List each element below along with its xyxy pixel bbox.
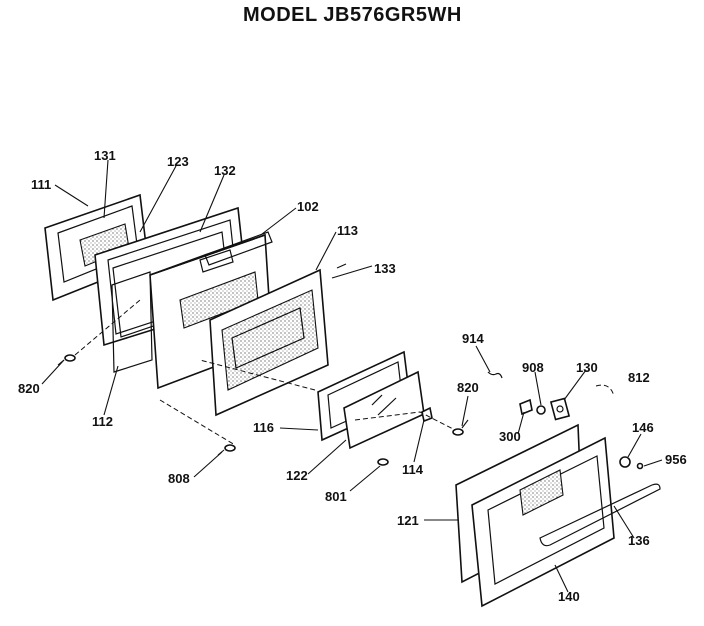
callout-914: 914	[462, 331, 484, 346]
callout-114: 114	[402, 462, 424, 477]
callout-908: 908	[522, 360, 544, 375]
callout-112: 112	[92, 414, 113, 429]
model-title: MODEL JB576GR5WH	[243, 4, 462, 26]
side-frame-112	[111, 271, 153, 373]
callout-111: 111	[31, 177, 51, 192]
callout-801: 801	[325, 489, 347, 504]
inner-panel-113	[209, 268, 329, 417]
callout-140: 140	[558, 589, 580, 604]
callout-146: 146	[632, 420, 654, 435]
outer-door-frame-140	[471, 436, 615, 608]
assembly-lines	[74, 299, 456, 446]
callout-956: 956	[665, 452, 687, 467]
screw-956	[636, 462, 644, 470]
spring-914	[487, 371, 503, 379]
screw-820-right	[452, 419, 469, 436]
door-handle-136	[539, 483, 661, 547]
callout-116: 116	[253, 420, 274, 435]
callout-812: 812	[628, 370, 650, 385]
callout-131: 131	[94, 148, 116, 163]
screw-801	[377, 458, 389, 466]
callout-121: 121	[397, 513, 419, 528]
callout-808: 808	[168, 471, 190, 486]
clip-114	[421, 406, 433, 423]
callout-820-right: 820	[457, 380, 479, 395]
callout-133: 133	[374, 261, 396, 276]
callout-136: 136	[628, 533, 650, 548]
leader-lines	[41, 159, 663, 593]
washer-908	[536, 405, 546, 415]
bracket-300	[519, 398, 533, 416]
callout-102: 102	[297, 199, 319, 214]
callout-300: 300	[499, 429, 521, 444]
wire-812	[595, 384, 615, 397]
callout-122: 122	[286, 468, 308, 483]
callout-labels: 131 123 132 111 102 113 133 820 112 116 …	[18, 148, 687, 604]
inner-door-panel-111	[44, 193, 149, 302]
callout-130: 130	[576, 360, 598, 375]
callout-132: 132	[214, 163, 236, 178]
latch-130	[549, 397, 571, 421]
callout-123: 123	[167, 154, 189, 169]
cap-146	[619, 456, 631, 468]
callout-113: 113	[337, 223, 358, 238]
callout-820-left: 820	[18, 381, 40, 396]
